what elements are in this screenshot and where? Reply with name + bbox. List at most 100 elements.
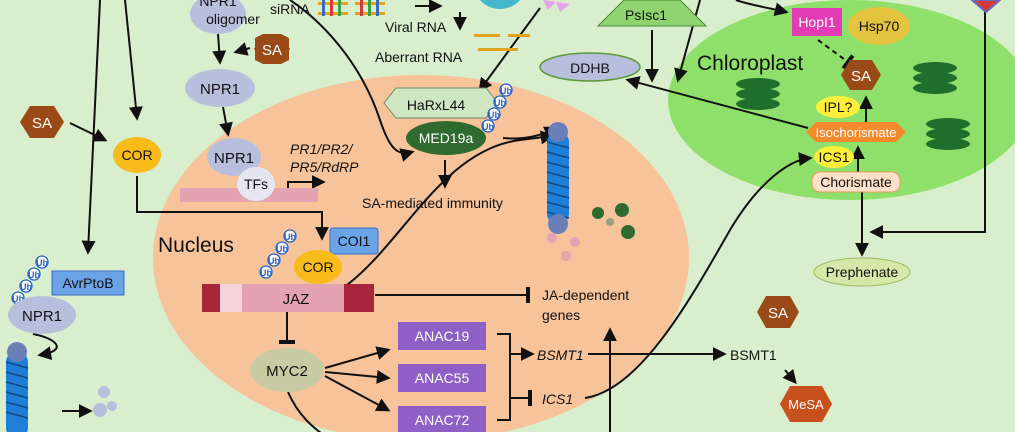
jaz-label: JAZ (283, 291, 310, 308)
prephenate-shape (813, 257, 911, 287)
viral-rna-strand-b (508, 34, 530, 37)
ub-tag: Ub (500, 86, 512, 96)
ub-tag: Ub (488, 110, 500, 120)
hsp70-shape (848, 7, 910, 45)
anac72-shape (398, 406, 486, 432)
arrow-sa-mesa (782, 368, 797, 385)
anac19-shape (398, 322, 486, 350)
psisc1-label: PsIsc1 (625, 7, 667, 23)
arrow-sa-cor (69, 122, 108, 142)
thylakoid-stack-3 (926, 118, 970, 150)
sa-hexagon-top-shape (254, 36, 290, 62)
ub-tag: Ub (284, 232, 296, 242)
degradation-fragments-left (93, 386, 117, 417)
bsmt1-protein-label: BSMT1 (730, 347, 777, 363)
avrptob-shape (51, 270, 125, 296)
effector-star (543, 0, 570, 12)
sirna-duplexes (318, 0, 385, 16)
npr1-ub-label: NPR1 (22, 308, 62, 325)
arrow-to-hopi1 (735, 0, 789, 17)
npr1-nuclear-label: NPR1 (214, 150, 254, 167)
chloroplast-label: Chloroplast (697, 52, 803, 75)
arrow-myc2-anac19 (324, 346, 391, 369)
line-myc2-down (287, 391, 322, 432)
ics1-protein-shape (814, 146, 854, 168)
sa-label-chloroplast: SA (851, 68, 871, 85)
hsp70-label: Hsp70 (859, 18, 900, 34)
mesa-label: MeSA (788, 397, 824, 412)
jaz-ub-chain: Ub Ub Ub Ub (259, 229, 297, 279)
sa-hexagon-left (20, 106, 64, 138)
connector-lines (32, 0, 986, 432)
isochorismate-label: Isochorismate (816, 125, 897, 140)
cor-left (113, 137, 161, 173)
anac19-label: ANAC19 (415, 328, 470, 344)
anac55-label: ANAC55 (415, 370, 470, 386)
mesa-hexagon (780, 386, 832, 422)
haRxL44-label: HaRxL44 (407, 97, 466, 113)
avrptob-label: AvrPtoB (62, 275, 113, 291)
arrow-myc2-anac55 (324, 369, 391, 384)
tfs (237, 167, 275, 201)
npr1-ub-shape (8, 296, 76, 334)
sa-immunity-label: SA-mediated immunity (362, 195, 503, 211)
jaz-bar (202, 284, 374, 312)
arrow-isochorismate-ddhb (625, 76, 809, 129)
arrow-myc2-anac72 (324, 375, 391, 412)
isochorismate-shape (806, 122, 906, 142)
degradation-fragments-nucleus (547, 203, 635, 261)
ipl-label: IPL? (824, 99, 853, 115)
ub-tag: Ub (260, 268, 272, 278)
coi1-shape (329, 227, 379, 255)
myc2-shape (250, 348, 324, 392)
arrow-sirna-med19a (289, 0, 415, 162)
aberrant-rna-strand (478, 48, 518, 51)
ub-tag: Ub (28, 270, 40, 280)
viral-rna-strand-a (474, 34, 500, 37)
sa-label-bottom: SA (768, 305, 788, 322)
ja-dependent-label-2: genes (542, 307, 580, 323)
arrow-ics1-gene-protein (584, 152, 813, 399)
myc2-label: MYC2 (266, 363, 308, 380)
ipl-shape (816, 96, 860, 118)
arrow-cor-coi1 (136, 176, 329, 241)
ub-tag: Ub (482, 122, 494, 132)
aberrant-rna-label: Aberrant RNA (375, 49, 463, 65)
sirna-label: siRNA (270, 1, 310, 17)
arrow-oligomer-npr1 (212, 33, 227, 65)
thylakoid-stack-2 (913, 62, 957, 94)
npr1-cytosol (185, 69, 255, 107)
pr-genes-label-2: PR5/RdRP (290, 159, 359, 175)
cor-nuclear-label: COR (302, 259, 333, 275)
proteasome-left (5, 342, 29, 432)
pr-genes-label-1: PR1/PR2/ (290, 141, 354, 157)
npr1-oligomer-label-top: NPR1 (199, 0, 237, 9)
arrow-npr1-nucleus (219, 106, 233, 137)
hopi1-label: HopI1 (798, 14, 836, 30)
inhibit-hopi1-sa (817, 39, 855, 70)
ub-tag: Ub (20, 282, 32, 292)
sa-hexagon-chloroplast (841, 60, 881, 90)
arrow-jaz-degradation (339, 130, 555, 291)
cor-left-label: COR (121, 147, 152, 163)
med19a-ub-chain: Ub Ub Ub Ub (481, 83, 513, 133)
ics1-gene-label: ICS1 (542, 391, 573, 407)
arrow-to-npr1-ub (81, 0, 101, 255)
bracket-anac (497, 333, 511, 421)
proteasome-nucleus (546, 122, 570, 234)
ub-tag: Ub (12, 294, 24, 304)
npr1-nuclear (207, 138, 261, 176)
arrow-npr1-degradation-left (32, 333, 58, 361)
ub-tag: Ub (494, 98, 506, 108)
arrow-sa-oligomer (233, 42, 251, 56)
ub-tag: Ub (36, 258, 48, 268)
sa-hexagon-bottom (757, 296, 799, 328)
arrow-right-down (869, 0, 986, 239)
prephenate-label: Prephenate (826, 264, 899, 280)
npr1-oligomer (190, 0, 246, 34)
arrow-top-down (674, 0, 701, 83)
bsmt1-gene-label: BSMT1 (537, 347, 584, 363)
npr1-ub-chain: Ub Ub Ub Ub (11, 255, 49, 305)
